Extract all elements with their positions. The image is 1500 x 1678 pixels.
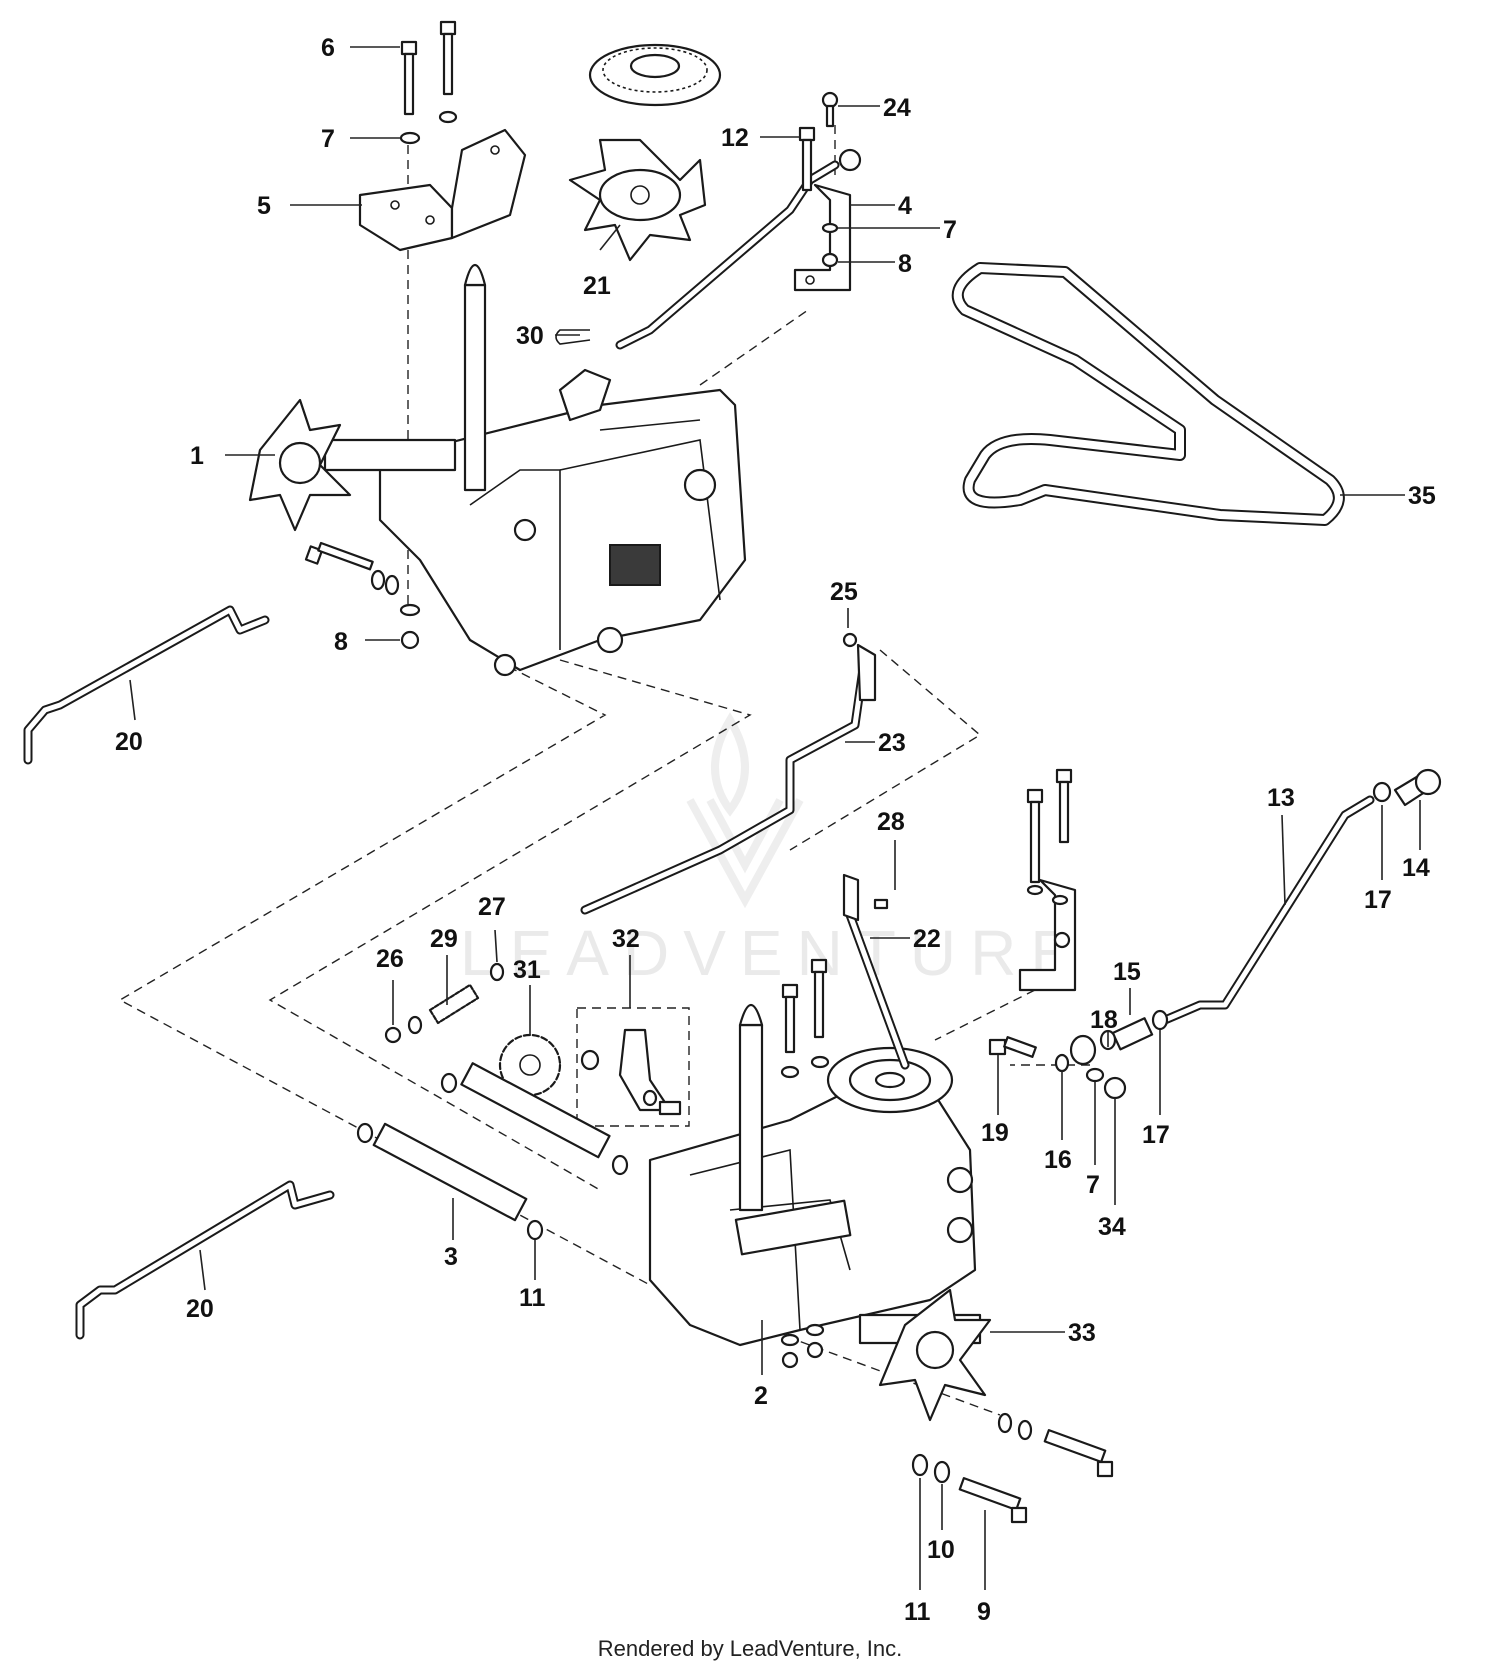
bolt xyxy=(399,20,458,145)
callout-20: 20 xyxy=(186,1295,214,1323)
callout-26: 26 xyxy=(376,945,404,973)
callout-9: 9 xyxy=(977,1598,991,1626)
cooling-fan xyxy=(568,138,707,262)
callout-18: 18 xyxy=(1090,1006,1118,1034)
callout-2: 2 xyxy=(754,1382,768,1410)
callout-20: 20 xyxy=(115,728,143,756)
callout-11: 11 xyxy=(519,1284,546,1312)
callout-27: 27 xyxy=(478,893,506,921)
callout-24: 24 xyxy=(883,94,911,122)
callout-31: 31 xyxy=(513,956,541,984)
callout-10: 10 xyxy=(927,1536,955,1564)
callout-33: 33 xyxy=(1068,1319,1096,1347)
lower-axle-bolt xyxy=(911,1412,1114,1524)
callout-7: 7 xyxy=(321,125,335,153)
rod-bracket xyxy=(1018,768,1077,992)
brake-rod xyxy=(842,873,910,1070)
callout-30: 30 xyxy=(516,322,544,350)
callout-1: 1 xyxy=(190,442,204,470)
callout-12: 12 xyxy=(721,124,749,152)
callout-13: 13 xyxy=(1267,784,1295,812)
watermark-text: LEADVENTURE xyxy=(460,917,1087,989)
callout-5: 5 xyxy=(257,192,271,220)
callout-7: 7 xyxy=(943,216,957,244)
callout-8: 8 xyxy=(898,250,912,278)
bypass-rod xyxy=(580,632,877,915)
rod-bracket xyxy=(793,183,852,292)
steering-linkage xyxy=(988,768,1442,1100)
control-linkage-rod xyxy=(23,605,270,765)
callout-32: 32 xyxy=(612,925,640,953)
housing-bolt xyxy=(780,958,830,1369)
callout-25: 25 xyxy=(830,578,858,606)
brake-kit xyxy=(576,1007,690,1127)
callout-11: 11 xyxy=(904,1598,931,1626)
callout-22: 22 xyxy=(913,925,941,953)
control-rod xyxy=(615,91,862,350)
cotter-pin xyxy=(555,329,591,345)
callout-6: 6 xyxy=(321,34,335,62)
callout-29: 29 xyxy=(430,925,458,953)
spacer-tube xyxy=(356,1062,629,1241)
watermark: LEADVENTURE xyxy=(460,712,1087,989)
callout-8: 8 xyxy=(334,628,348,656)
callout-21: 21 xyxy=(583,272,611,300)
callout-4: 4 xyxy=(898,192,912,220)
callout-35: 35 xyxy=(1408,482,1436,510)
lower-transmission-group xyxy=(75,768,1442,1524)
callout-17: 17 xyxy=(1364,886,1392,914)
drive-belt xyxy=(951,262,1345,526)
callout-3: 3 xyxy=(444,1243,458,1271)
callout-15: 15 xyxy=(1113,958,1141,986)
callout-7: 7 xyxy=(1086,1171,1100,1199)
upper-transmission-group xyxy=(23,20,862,765)
control-linkage-rod xyxy=(75,1180,335,1340)
callout-14: 14 xyxy=(1402,854,1430,882)
lower-transmission-housing xyxy=(648,1003,992,1422)
callout-23: 23 xyxy=(878,729,906,757)
callout-19: 19 xyxy=(981,1119,1009,1147)
callouts: 6 7 5 1 8 20 21 30 12 24 4 7 8 35 25 23 xyxy=(115,34,1436,1626)
axle-bolt xyxy=(304,541,421,650)
mounting-bracket xyxy=(358,128,527,252)
render-credit: Rendered by LeadVenture, Inc. xyxy=(597,1636,903,1661)
callout-16: 16 xyxy=(1044,1146,1072,1174)
callout-34: 34 xyxy=(1098,1213,1126,1241)
spring-assembly xyxy=(384,962,505,1044)
pulley xyxy=(588,43,722,107)
callout-28: 28 xyxy=(877,808,905,836)
upper-transmission-housing xyxy=(248,263,747,677)
callout-17: 17 xyxy=(1142,1121,1170,1149)
